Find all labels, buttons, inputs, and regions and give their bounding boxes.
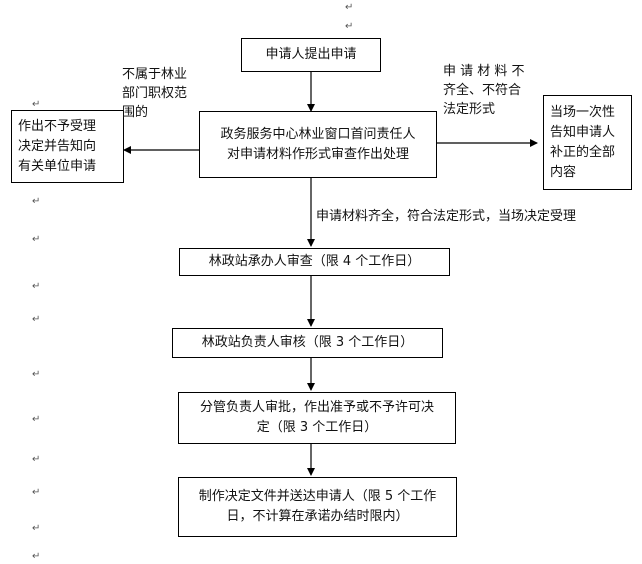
- deliver-box: 制作决定文件并送达申请人（限 5 个工作 日，不计算在承诺办结时限内）: [178, 477, 457, 537]
- audit-text: 林政站负责人审核（限 3 个工作日）: [201, 335, 414, 350]
- window-review-box: 政务服务中心林业窗口首问责任人 对申请材料作形式审查作出处理: [199, 111, 437, 178]
- notify-text: 当场一次性 告知申请人 补正的全部 内容: [550, 104, 616, 180]
- paragraph-mark: ↵: [32, 487, 41, 498]
- paragraph-mark: ↵: [32, 234, 41, 245]
- audit-box: 林政站负责人审核（限 3 个工作日）: [172, 328, 443, 358]
- paragraph-mark: ↵: [32, 369, 41, 380]
- apply-text: 申请人提出申请: [265, 47, 357, 62]
- not-in-scope-label: 不属于林业 部门职权范 围的: [122, 67, 188, 120]
- paragraph-mark: ↵: [32, 99, 41, 110]
- accepted-label: 申请材料齐全，符合法定形式，当场决定受理: [316, 209, 577, 224]
- paragraph-mark: ↵: [345, 2, 354, 13]
- paragraph-mark: ↵: [32, 551, 41, 562]
- window-review-text: 政务服务中心林业窗口首问责任人 对申请材料作形式审查作出处理: [220, 126, 416, 162]
- paragraph-mark: ↵: [345, 21, 354, 32]
- deliver-text: 制作决定文件并送达申请人（限 5 个工作 日，不计算在承诺办结时限内）: [198, 489, 437, 524]
- approve-box: 分管负责人审批，作出准予或不予许可决 定（限 3 个工作日）: [178, 392, 456, 444]
- reject-box: 作出不予受理 决定并告知向 有关单位申请: [11, 110, 124, 183]
- paragraph-mark: ↵: [32, 314, 41, 325]
- review-box: 林政站承办人审查（限 4 个工作日）: [179, 248, 450, 276]
- apply-box: 申请人提出申请: [241, 38, 381, 72]
- paragraph-mark: ↵: [32, 454, 41, 465]
- reject-text: 作出不予受理 决定并告知向 有关单位申请: [18, 118, 97, 174]
- review-text: 林政站承办人审查（限 4 个工作日）: [208, 254, 421, 269]
- incomplete-label: 申 请 材 料 不 齐全、不符合 法定形式: [443, 64, 525, 117]
- paragraph-mark: ↵: [32, 414, 41, 425]
- paragraph-mark: ↵: [32, 523, 41, 534]
- paragraph-mark: ↵: [32, 196, 41, 207]
- paragraph-mark: ↵: [32, 281, 41, 292]
- approve-text: 分管负责人审批，作出准予或不予许可决 定（限 3 个工作日）: [199, 400, 434, 435]
- notify-box: 当场一次性 告知申请人 补正的全部 内容: [543, 95, 632, 190]
